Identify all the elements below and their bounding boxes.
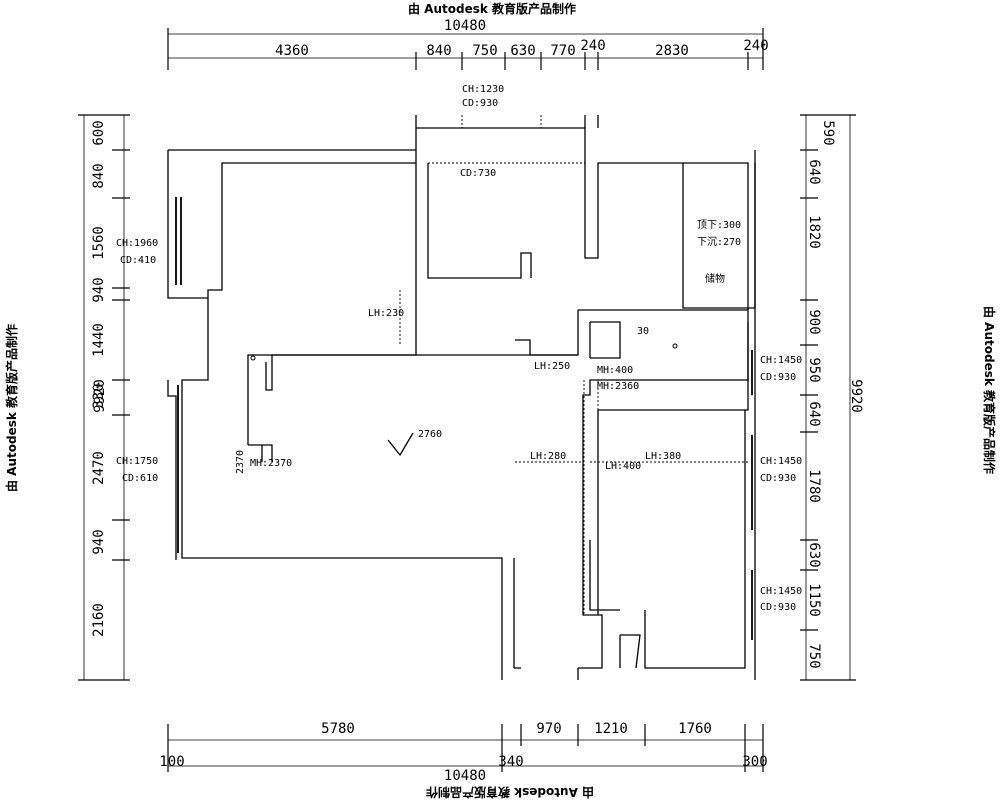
annotations: CH:1230 CD:930 CD:730 CH:1960 CD:410 LH:… bbox=[116, 84, 802, 613]
label-cd730: CD:730 bbox=[460, 168, 496, 179]
left-dim-4: 940 bbox=[91, 277, 107, 302]
label-ceiling-height: 2760 bbox=[418, 429, 442, 440]
label-mh2370: MH:2370 bbox=[250, 458, 292, 469]
right-dim-10: 750 bbox=[806, 643, 822, 668]
bottom-dim-3: 1210 bbox=[594, 721, 628, 737]
ceiling-light-symbol bbox=[672, 343, 678, 349]
left-dim-3: 1560 bbox=[91, 226, 107, 260]
watermark-bottom: 由 Autodesk 教育版产品制作 bbox=[426, 785, 594, 800]
right-dim-7: 1780 bbox=[806, 469, 822, 503]
bottom-dim-extra-1: 100 bbox=[159, 754, 184, 770]
right-total-dim: 9920 bbox=[848, 379, 864, 413]
ceiling-height-arrow bbox=[387, 432, 414, 457]
bottom-total-dim: 10480 bbox=[444, 768, 486, 784]
walls bbox=[167, 115, 756, 680]
left-total-dim: 9920 bbox=[92, 379, 108, 413]
label-cd410: CD:410 bbox=[120, 255, 156, 266]
label-lh400: LH:400 bbox=[605, 461, 641, 472]
bottom-dim-1: 5780 bbox=[321, 721, 355, 737]
right-dim-5: 950 bbox=[806, 357, 822, 382]
dashed-lines bbox=[399, 115, 748, 615]
label-cd930-top: CD:930 bbox=[462, 98, 498, 109]
label-mh400: MH:400 bbox=[597, 365, 633, 376]
label-ch1750: CH:1750 bbox=[116, 456, 158, 467]
right-dim-6: 640 bbox=[806, 401, 822, 426]
left-dim-2: 840 bbox=[91, 163, 107, 188]
label-dim-2370: 2370 bbox=[235, 450, 246, 474]
left-dim-9: 2160 bbox=[91, 603, 107, 637]
watermark-left: 由 Autodesk 教育版产品制作 bbox=[4, 324, 19, 492]
bottom-dimension-chain: 5780 970 1210 1760 100 340 300 10480 bbox=[159, 721, 767, 784]
label-ch1450-b: CH:1450 bbox=[760, 456, 802, 467]
left-dim-8: 940 bbox=[91, 529, 107, 554]
label-cd930-c: CD:930 bbox=[760, 602, 796, 613]
top-dim-3: 750 bbox=[472, 43, 497, 59]
label-cd610: CD:610 bbox=[122, 473, 158, 484]
label-ch1230: CH:1230 bbox=[462, 84, 504, 95]
left-dimension-chain: 9920 600 840 1560 940 1440 330 2470 940 … bbox=[78, 114, 130, 681]
top-dimension-chain: 10480 4360 840 750 630 770 240 2830 240 bbox=[167, 18, 769, 70]
right-dimension-chain: 590 640 1820 900 950 640 1780 630 1150 7… bbox=[800, 114, 864, 681]
right-dim-9: 1150 bbox=[806, 583, 822, 617]
label-lh250: LH:250 bbox=[534, 361, 570, 372]
left-dim-5: 1440 bbox=[91, 323, 107, 357]
label-dim-30: 30 bbox=[637, 326, 649, 337]
watermark-top: 由 Autodesk 教育版产品制作 bbox=[408, 1, 576, 16]
label-beam-top: 顶下:300 bbox=[697, 219, 741, 231]
label-cd930-b: CD:930 bbox=[760, 473, 796, 484]
label-ch1450-a: CH:1450 bbox=[760, 355, 802, 366]
top-dim-1: 4360 bbox=[275, 43, 309, 59]
watermark-right: 由 Autodesk 教育版产品制作 bbox=[982, 306, 997, 474]
label-storage: 储物 bbox=[705, 272, 725, 285]
right-dim-2: 640 bbox=[806, 159, 822, 184]
top-dim-7: 2830 bbox=[655, 43, 689, 59]
right-dim-3: 1820 bbox=[806, 215, 822, 249]
label-beam-bot: 下沉:270 bbox=[697, 235, 741, 248]
top-dim-8: 240 bbox=[743, 38, 768, 54]
top-dim-2: 840 bbox=[426, 43, 451, 59]
right-dim-8: 630 bbox=[806, 542, 822, 567]
label-ch1450-c: CH:1450 bbox=[760, 586, 802, 597]
top-dim-4: 630 bbox=[510, 43, 535, 59]
bottom-dim-4: 1760 bbox=[678, 721, 712, 737]
bottom-dim-2: 970 bbox=[536, 721, 561, 737]
bottom-dim-extra-2: 340 bbox=[498, 754, 523, 770]
label-ch1960: CH:1960 bbox=[116, 238, 158, 249]
top-dim-5: 770 bbox=[550, 43, 575, 59]
label-lh380: LH:380 bbox=[645, 451, 681, 462]
left-dim-7: 2470 bbox=[91, 451, 107, 485]
top-dim-6: 240 bbox=[580, 38, 605, 54]
door-pivot-symbol bbox=[250, 355, 256, 361]
right-dim-1: 590 bbox=[820, 120, 836, 145]
right-dim-4: 900 bbox=[806, 309, 822, 334]
left-dim-1: 600 bbox=[91, 120, 107, 145]
bottom-dim-extra-3: 300 bbox=[742, 754, 767, 770]
top-total-dim: 10480 bbox=[444, 18, 486, 34]
left-dim-6: 330 bbox=[91, 383, 107, 408]
label-lh280: LH:280 bbox=[530, 451, 566, 462]
label-mh2360: MH:2360 bbox=[597, 381, 639, 392]
label-cd930-a: CD:930 bbox=[760, 372, 796, 383]
label-lh230: LH:230 bbox=[368, 308, 404, 319]
